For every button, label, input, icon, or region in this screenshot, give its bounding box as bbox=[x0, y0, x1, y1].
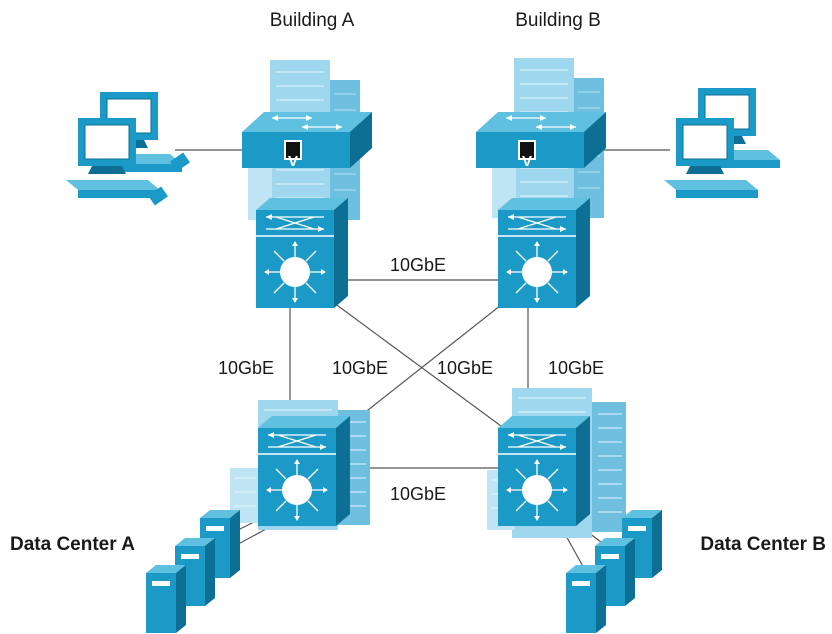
workstations-a bbox=[65, 91, 190, 206]
access-switch-icon bbox=[241, 111, 373, 169]
server-icon bbox=[146, 565, 186, 633]
link-label-b-dcb: 10GbE bbox=[548, 358, 604, 378]
link-a-dcb bbox=[329, 299, 521, 441]
building-a-label: Building A bbox=[270, 10, 355, 31]
access-switch-icon bbox=[475, 111, 607, 169]
link-label-b-dca: 10GbE bbox=[332, 358, 388, 378]
server-icon bbox=[566, 565, 606, 633]
vss-badge-b: V bbox=[522, 153, 532, 170]
access-switch-a: V bbox=[241, 111, 373, 170]
link-label-a-dcb: 10GbE bbox=[437, 358, 493, 378]
multilayer-switch-icon bbox=[497, 197, 591, 309]
multilayer-switch-icon bbox=[257, 415, 351, 527]
multilayer-switch-icon bbox=[497, 415, 591, 527]
building-b-label: Building B bbox=[515, 10, 601, 31]
servers-a bbox=[146, 510, 240, 633]
link-label-a-dca: 10GbE bbox=[218, 358, 274, 378]
link-label-dca-dcb: 10GbE bbox=[390, 484, 446, 504]
link-label-a-b: 10GbE bbox=[390, 255, 446, 275]
data-center-b-label: Data Center B bbox=[700, 534, 826, 555]
access-switch-b: V bbox=[475, 111, 607, 170]
multilayer-switch-icon bbox=[255, 197, 349, 309]
vss-badge-a: V bbox=[288, 153, 298, 170]
phone-icon bbox=[148, 152, 190, 206]
workstations-b bbox=[663, 87, 781, 199]
data-center-a-label: Data Center A bbox=[10, 534, 135, 555]
